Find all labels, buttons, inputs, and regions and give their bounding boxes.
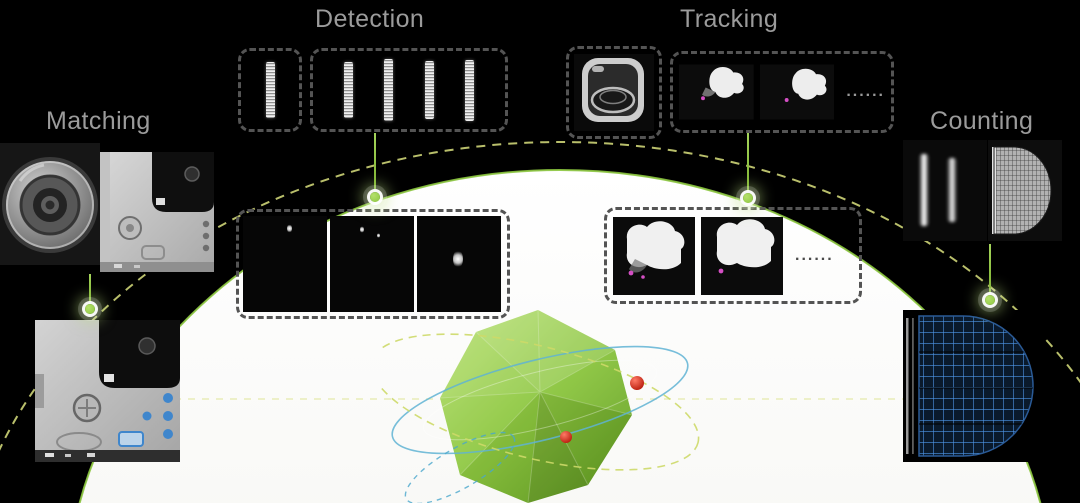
counting-result-grid	[903, 310, 1043, 462]
counting-sample-fan	[988, 140, 1062, 241]
connector-tracking	[747, 133, 749, 191]
counting-sample-bars	[903, 140, 987, 241]
tracking-marker	[628, 270, 634, 275]
tracking-marker	[784, 98, 789, 102]
label-counting: Counting	[930, 107, 1034, 135]
tracking-marker	[718, 268, 724, 273]
seam-stripe	[464, 59, 474, 121]
label-detection: Detection	[315, 5, 425, 33]
connector-matching	[89, 274, 91, 302]
label-tracking: Tracking	[680, 5, 779, 33]
seam-stripe	[344, 62, 354, 118]
matching-photo-round-part	[0, 143, 100, 265]
tracked-object-blob	[791, 68, 827, 100]
seam-stripe	[424, 61, 434, 119]
tracked-object-blob	[716, 218, 775, 267]
tracked-object-blob	[626, 220, 685, 269]
detection-result-box	[236, 209, 510, 319]
detection-sample-box-2	[310, 48, 508, 132]
match-annotation-dot	[142, 411, 152, 421]
tracking-frame-photo	[679, 64, 754, 120]
polyhedron-body	[440, 310, 632, 503]
seam-stripe	[265, 62, 275, 118]
tracking-result-photo	[613, 216, 695, 295]
match-annotation-rect	[118, 431, 144, 447]
weld-seam-samples	[313, 51, 505, 129]
count-bar	[947, 158, 957, 222]
defect-speck	[360, 226, 364, 233]
count-bar	[919, 154, 929, 226]
polyhedron-graphic	[380, 309, 700, 503]
tracking-marker	[641, 274, 645, 279]
matching-photo-part-template	[100, 152, 214, 272]
connector-dot-counting	[985, 295, 995, 305]
connector-dot-detection	[370, 192, 380, 202]
tracking-object-box	[566, 46, 662, 139]
tracking-marker	[701, 96, 705, 101]
defect-speck	[287, 224, 292, 233]
tracking-frames-box: ......	[670, 51, 894, 133]
connector-dot-tracking	[743, 193, 753, 203]
tracking-frame-photo	[759, 64, 835, 120]
dome-outline	[78, 169, 1042, 503]
match-annotation-dot	[163, 429, 173, 439]
orbit-olive-dashed	[380, 333, 700, 471]
label-matching: Matching	[46, 107, 151, 135]
tracking-ellipsis-top: ......	[846, 83, 885, 100]
matching-photo-result-annotated	[35, 320, 180, 462]
connector-detection	[374, 133, 376, 189]
match-annotation-dot	[163, 411, 173, 421]
orbit-teal	[391, 345, 689, 455]
detection-result-frame	[417, 216, 501, 312]
tracked-object-blob	[709, 66, 744, 98]
tracking-result-photo	[701, 216, 783, 295]
electron-dot	[560, 431, 572, 443]
electron-dot	[630, 376, 644, 390]
connector-dot-matching	[85, 304, 95, 314]
connector-counting	[989, 244, 991, 293]
detection-result-frame	[243, 216, 327, 312]
seam-stripe	[384, 59, 394, 121]
detection-result-frame	[330, 216, 414, 312]
outer-dashed-arc	[0, 141, 1080, 451]
orbit-white	[422, 359, 658, 441]
detection-sample-box-1	[238, 48, 302, 132]
tracked-container-photo	[574, 54, 654, 131]
orbit-blue-dashed	[404, 431, 516, 503]
match-annotation-dot	[163, 393, 173, 403]
weld-seam-sample	[241, 51, 299, 129]
tracking-ellipsis-bottom: ......	[795, 246, 834, 264]
defect-speck	[377, 233, 380, 238]
tracking-result-box: ......	[604, 207, 862, 304]
defect-speck	[453, 250, 463, 268]
